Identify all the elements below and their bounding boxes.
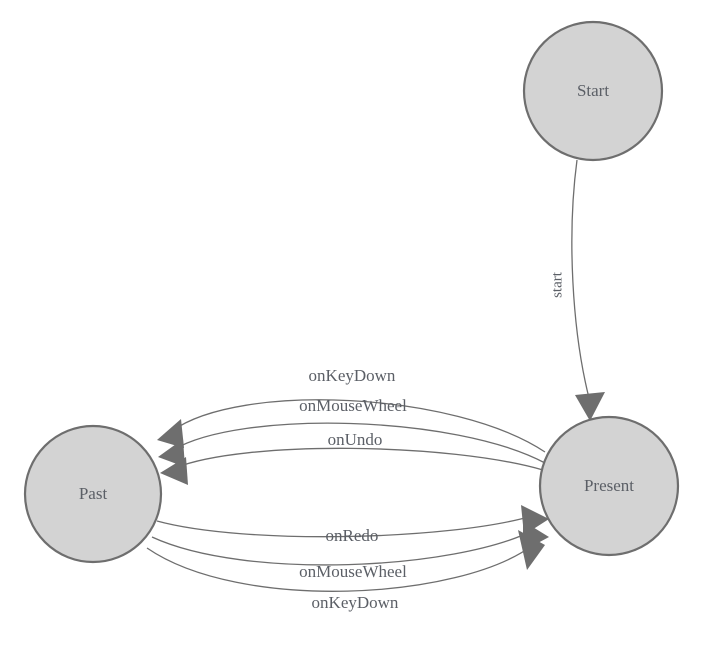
- edge-label-layer: start onKeyDown onMouseWheel onUndo onRe…: [299, 271, 565, 612]
- edge-start-to-present[interactable]: [571, 159, 605, 421]
- edge-present-to-past-keydown[interactable]: [157, 399, 546, 453]
- edge-label-start: start: [549, 271, 565, 298]
- arrowhead-icon: [160, 457, 188, 485]
- edge-label-mousewheel-top: onMouseWheel: [299, 396, 407, 415]
- edge-label-keydown-top: onKeyDown: [309, 366, 396, 385]
- node-start[interactable]: Start: [522, 20, 664, 162]
- node-present[interactable]: Present: [538, 415, 680, 557]
- arrowhead-icon: [518, 530, 545, 570]
- node-past-circle: [23, 424, 163, 564]
- edge-past-to-present-keydown[interactable]: [146, 530, 545, 592]
- edge-label-undo: onUndo: [328, 430, 383, 449]
- edge-start-path: [571, 159, 590, 399]
- edge-present-to-past-mousewheel[interactable]: [158, 422, 546, 467]
- edge-label-keydown-bottom: onKeyDown: [312, 593, 399, 612]
- edge-mousewheel-top-path: [172, 422, 546, 464]
- node-layer: Start Past Present: [23, 20, 680, 564]
- node-past-label: Past: [79, 484, 108, 503]
- edge-label-mousewheel-bottom: onMouseWheel: [299, 562, 407, 581]
- arrowhead-icon: [157, 419, 184, 448]
- edge-mousewheel-bottom-path: [151, 529, 535, 566]
- edge-label-redo: onRedo: [326, 526, 379, 545]
- node-past[interactable]: Past: [23, 424, 163, 564]
- edge-keydown-top-path: [171, 399, 546, 453]
- edge-present-to-past-undo[interactable]: [160, 447, 544, 485]
- node-present-circle: [538, 415, 680, 557]
- edge-undo-path: [174, 447, 544, 471]
- edge-keydown-bottom-path: [146, 544, 534, 592]
- arrowhead-icon: [158, 439, 185, 467]
- arrowhead-icon: [575, 392, 605, 421]
- node-start-circle: [522, 20, 664, 162]
- edge-layer: [146, 159, 605, 592]
- node-start-label: Start: [577, 81, 609, 100]
- edge-redo-path: [156, 515, 533, 538]
- node-present-label: Present: [584, 476, 634, 495]
